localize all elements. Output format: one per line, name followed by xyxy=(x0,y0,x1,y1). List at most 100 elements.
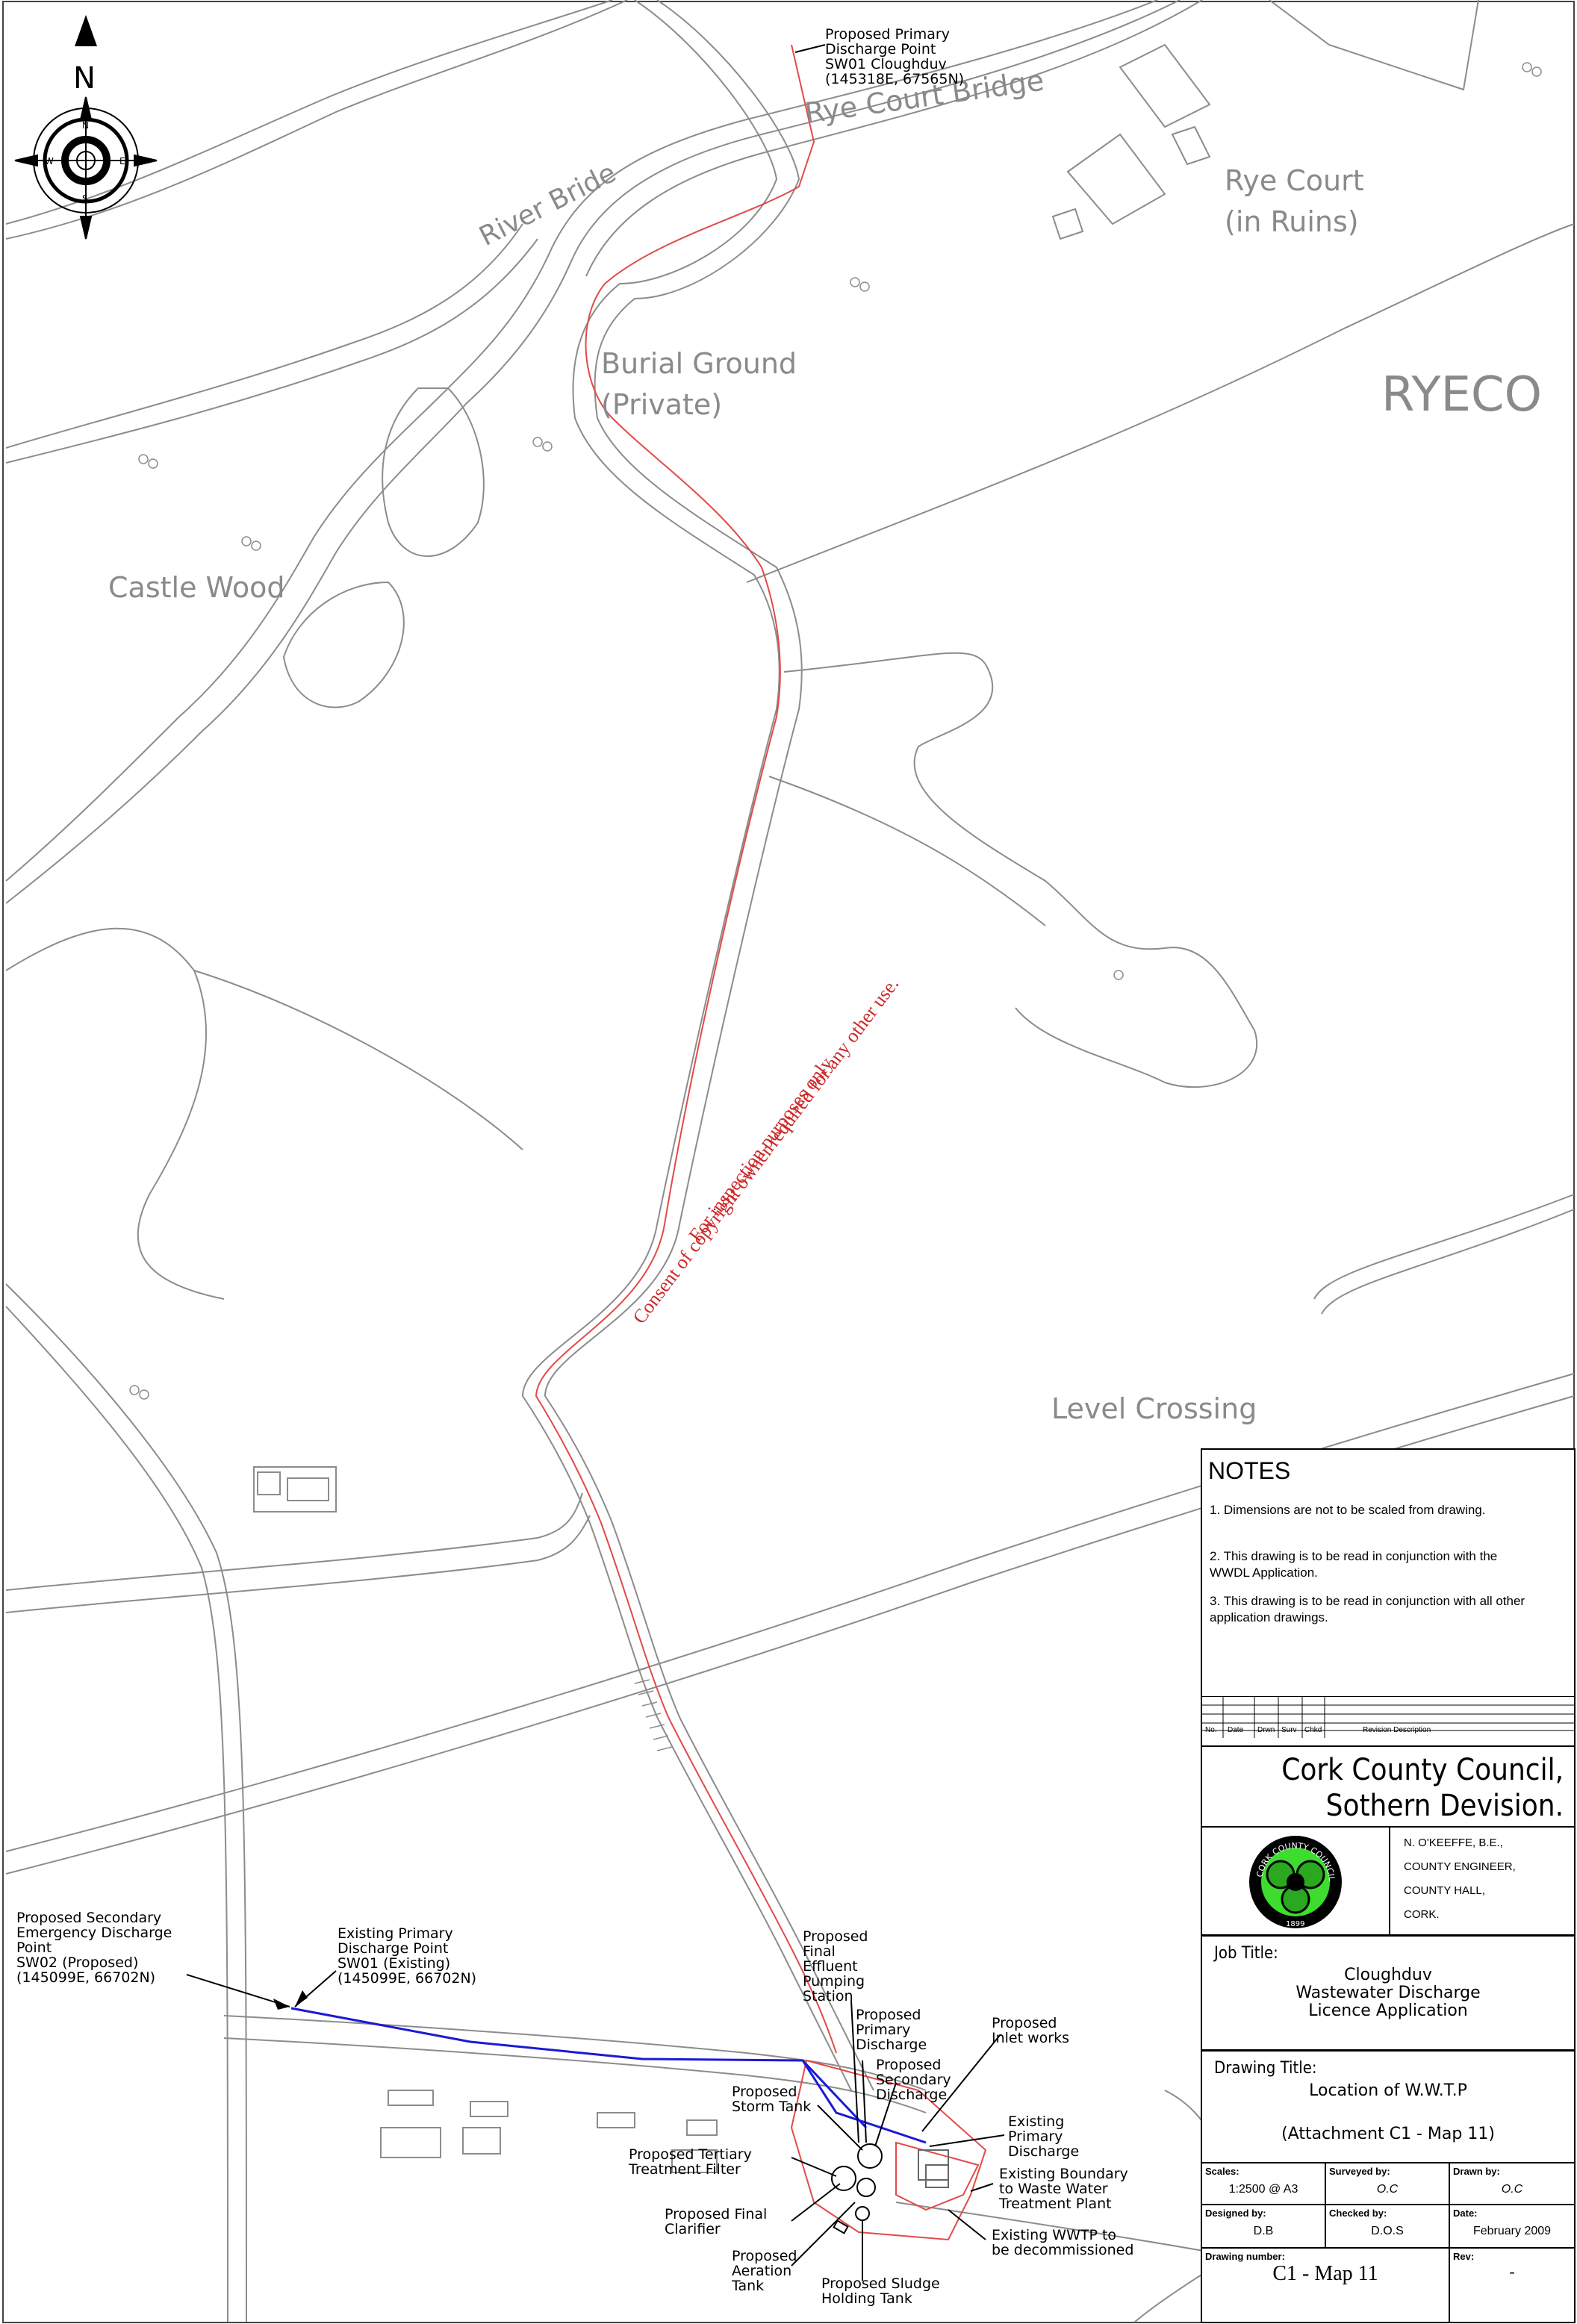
drawn-value: O.C xyxy=(1501,2183,1523,2196)
rev-col-surv: Surv xyxy=(1281,1726,1297,1734)
notes-title: NOTES xyxy=(1208,1457,1291,1484)
job-title-line-2: Wastewater Discharge xyxy=(1295,1984,1481,2002)
checked-label: Checked by: xyxy=(1329,2208,1387,2219)
red-site-boundary xyxy=(790,2059,987,2241)
checked-value: D.O.S xyxy=(1371,2225,1404,2237)
drawing-subtitle: (Attachment C1 - Map 11) xyxy=(1281,2125,1495,2143)
north-arrow-icon xyxy=(75,15,97,46)
revision-table xyxy=(1202,1696,1574,1738)
compass-n: N xyxy=(82,120,89,131)
blue-inlet-link xyxy=(801,2059,868,2129)
engineer-line-2: COUNTY ENGINEER, xyxy=(1404,1860,1516,1873)
callout-secondary-emergency: Proposed Secondary Emergency Discharge P… xyxy=(16,1910,176,1986)
rev-cell: Rev: - xyxy=(1450,2249,1574,2322)
callout-arrowhead-icon xyxy=(273,1999,290,2010)
callout-clarifier: Proposed Final Clarifier xyxy=(665,2206,771,2237)
scales-value: 1:2500 @ A3 xyxy=(1228,2183,1298,2196)
north-arrow: N N S E W xyxy=(14,15,158,240)
scales-cell: Scales: 1:2500 @ A3 xyxy=(1202,2163,1326,2205)
blue-discharge-pipe xyxy=(290,2007,927,2144)
job-title-caption: Job Title: xyxy=(1214,1944,1278,1963)
place-level-crossing: Level Crossing xyxy=(1051,1392,1257,1425)
surveyed-label: Surveyed by: xyxy=(1329,2166,1390,2177)
council-line-1: Cork County Council, xyxy=(1281,1753,1564,1787)
job-title-line-3: Licence Application xyxy=(1308,2001,1468,2020)
place-rye-court-ruins: (in Ruins) xyxy=(1225,205,1359,238)
drawn-cell: Drawn by: O.C xyxy=(1450,2163,1574,2205)
engineer-line-1: N. O'KEEFFE, B.E., xyxy=(1404,1837,1503,1849)
callout-tertiary: Proposed Tertiary Treatment Filter xyxy=(628,2146,756,2178)
council-line-2: Sothern Devision. xyxy=(1325,1789,1564,1823)
checked-cell: Checked by: D.O.S xyxy=(1326,2205,1450,2249)
engineer-line-3: COUNTY HALL, xyxy=(1404,1884,1485,1897)
callout-inlet: Proposed Inlet works xyxy=(992,2015,1069,2046)
wwtp-structures xyxy=(831,2143,949,2234)
callout-aeration: Proposed Aeration Tank xyxy=(731,2248,802,2294)
compass-rose-icon xyxy=(14,96,158,240)
callout-arrowhead-icon xyxy=(295,1990,308,2007)
note-1: 1. Dimensions are not to be scaled from … xyxy=(1210,1503,1486,1517)
drawing-title-section: Drawing Title: Location of W.W.T.P (Atta… xyxy=(1202,2052,1574,2163)
rev-col-description: Revision Description xyxy=(1363,1726,1431,1734)
callout-final-effluent: Proposed Final Effluent Pumping Station xyxy=(803,1928,873,2004)
north-label: N xyxy=(73,61,96,96)
drawing-title: Location of W.W.T.P xyxy=(1309,2081,1467,2100)
callout-labels: Proposed Primary Discharge Point SW01 Cl… xyxy=(16,26,1133,2307)
red-outfall-pipe xyxy=(535,44,837,2054)
compass-e: E xyxy=(119,156,125,166)
surveyed-value: O.C xyxy=(1376,2183,1399,2196)
rev-value: - xyxy=(1509,2262,1515,2281)
callout-leaders xyxy=(186,44,1005,2281)
place-burial-ground: Burial Ground xyxy=(601,347,797,380)
date-cell: Date: February 2009 xyxy=(1450,2205,1574,2249)
callout-primary-discharge: Proposed Primary Discharge Point SW01 Cl… xyxy=(825,26,964,87)
callout-existing-primary-disch: Existing Primary Discharge xyxy=(1008,2113,1079,2160)
drawing-number-value: C1 - Map 11 xyxy=(1272,2262,1378,2285)
job-title-section: Job Title: Cloughduv Wastewater Discharg… xyxy=(1202,1937,1574,2052)
callout-storm: Proposed Storm Tank xyxy=(732,2084,811,2115)
drawing-title-caption: Drawing Title: xyxy=(1214,2059,1317,2078)
watermark-line-2: Consent of copyright owner required for … xyxy=(629,973,903,1328)
rev-col-no: No. xyxy=(1205,1726,1217,1734)
date-value: February 2009 xyxy=(1472,2225,1552,2237)
scales-label: Scales: xyxy=(1205,2166,1239,2177)
drawing-number-label: Drawing number: xyxy=(1205,2251,1285,2262)
callout-decommission: Existing WWTP to be decommissioned xyxy=(992,2227,1133,2258)
railway-hatch xyxy=(630,1668,673,1751)
notes-section: NOTES 1. Dimensions are not to be scaled… xyxy=(1202,1450,1574,1696)
callout-secondary-disch: Proposed Secondary Discharge xyxy=(876,2057,956,2103)
compass-w: W xyxy=(45,156,54,166)
callout-primary-disch: Proposed Primary Discharge xyxy=(856,2007,927,2053)
surveyed-cell: Surveyed by: O.C xyxy=(1326,2163,1450,2205)
place-castle-wood: Castle Wood xyxy=(108,571,285,604)
drawn-label: Drawn by: xyxy=(1453,2166,1500,2177)
place-rye-court: Rye Court xyxy=(1225,164,1364,197)
callout-existing-primary-point: Existing Primary Discharge Point SW01 (E… xyxy=(338,1925,476,1987)
rev-label: Rev: xyxy=(1453,2251,1475,2262)
tree-symbols xyxy=(129,62,1542,1400)
callout-sludge: Proposed Sludge Holding Tank xyxy=(821,2275,945,2307)
council-crest-icon: CORK COUNTY COUNCIL 1899 xyxy=(1249,1836,1342,1928)
place-ryeco: RYECO xyxy=(1381,367,1542,423)
designed-cell: Designed by: D.B xyxy=(1202,2205,1326,2249)
engineer-section: CORK COUNTY COUNCIL 1899 N. O'KEEFFE, B.… xyxy=(1202,1828,1574,1937)
note-2: 2. This drawing is to be read in conjunc… xyxy=(1210,1549,1498,1580)
rev-col-drwn: Drwn xyxy=(1257,1726,1275,1734)
designed-label: Designed by: xyxy=(1205,2208,1266,2219)
designed-value: D.B xyxy=(1253,2225,1274,2237)
title-block: NOTES 1. Dimensions are not to be scaled… xyxy=(1201,1448,1576,2323)
job-title-line-1: Cloughduv xyxy=(1344,1966,1432,1984)
note-3: 3. This drawing is to be read in conjunc… xyxy=(1210,1594,1525,1624)
date-label: Date: xyxy=(1453,2208,1478,2219)
engineer-line-4: CORK. xyxy=(1404,1908,1440,1921)
compass-s: S xyxy=(82,193,88,204)
rev-col-date: Date xyxy=(1228,1726,1244,1734)
engineer-divider xyxy=(1389,1828,1390,1934)
council-name: Cork County Council, Sothern Devision. xyxy=(1202,1745,1574,1828)
rev-col-chkd: Chkd xyxy=(1304,1726,1322,1734)
place-river-bride: River Bride xyxy=(474,158,620,252)
svg-text:1899: 1899 xyxy=(1286,1920,1304,1928)
callout-boundary: Existing Boundary to Waste Water Treatme… xyxy=(998,2166,1133,2212)
